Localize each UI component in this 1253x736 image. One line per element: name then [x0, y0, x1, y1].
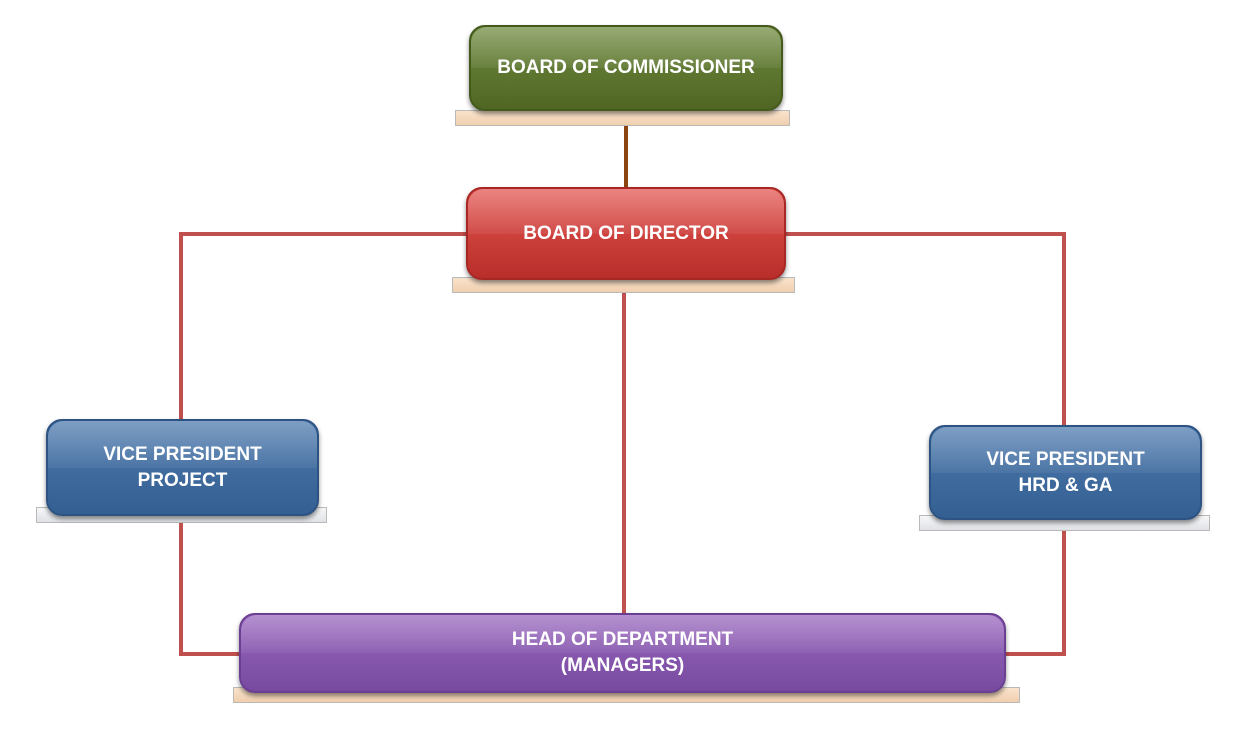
vice-president-project-line2: PROJECT	[137, 469, 228, 491]
head-of-department-line1: HEAD OF DEPARTMENT	[511, 629, 734, 651]
vice-president-hrd-line2: HRD & GA	[1018, 474, 1113, 496]
board-of-director-label: BOARD OF DIRECTOR	[523, 222, 729, 244]
vice-president-hrd-line1: VICE PRESIDENT	[986, 448, 1145, 470]
connector-vp-hrd-head-department	[1004, 519, 1066, 656]
vice-president-project-line1: VICE PRESIDENT	[103, 443, 262, 465]
connector-director-vp-project	[179, 232, 468, 420]
board-of-commissioner-label: BOARD OF COMMISSIONER	[497, 57, 755, 79]
vice-president-hrd-box: VICE PRESIDENT HRD & GA	[929, 425, 1202, 520]
head-of-department-box: HEAD OF DEPARTMENT (MANAGERS)	[239, 613, 1006, 693]
commissioner-base	[455, 110, 790, 126]
board-of-director-box: BOARD OF DIRECTOR	[466, 187, 786, 280]
connector-vp-project-head-department	[179, 516, 240, 656]
head-of-department-line2: (MANAGERS)	[560, 655, 685, 676]
board-of-commissioner-box: BOARD OF COMMISSIONER	[469, 25, 783, 111]
connector-director-vp-hrd	[786, 232, 1066, 426]
vice-president-project-box: VICE PRESIDENT PROJECT	[46, 419, 319, 516]
